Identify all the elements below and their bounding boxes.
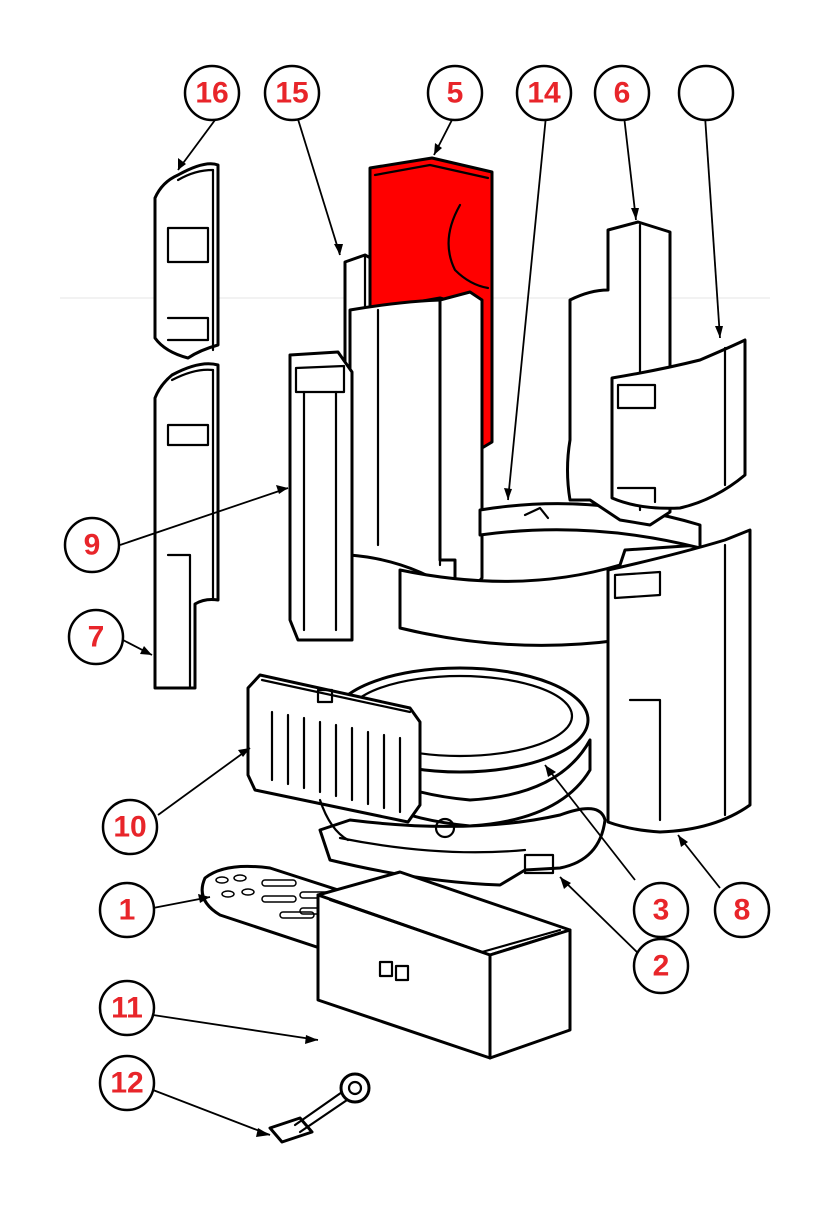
callout-7-label: 7 [88, 621, 105, 654]
leader-lines [119, 115, 723, 1137]
callout-7-circle [67, 608, 125, 666]
part-2-base-ring [318, 807, 607, 887]
part-10-upright-grate [246, 673, 456, 842]
callout-13-circle [263, 64, 321, 122]
callout-16 [677, 64, 735, 122]
callout-1: 1 [98, 881, 156, 939]
callout-3-label: 3 [653, 894, 670, 927]
callout-15-label: 16 [195, 77, 228, 110]
callout-6: 6 [593, 64, 651, 122]
part-9-grate-frame [288, 350, 354, 642]
callout-11: 11 [98, 979, 156, 1037]
callout-15: 16 [183, 64, 241, 122]
callout-12-circle [98, 1054, 156, 1112]
callout-6-label: 6 [614, 77, 631, 110]
callout-9: 9 [63, 516, 121, 574]
callout-14-label: 14 [527, 77, 561, 110]
callout-2-label: 2 [653, 950, 670, 983]
callout-13: 15 [263, 64, 321, 122]
callout-14: 14 [515, 64, 573, 122]
callout-16-circle [677, 64, 735, 122]
callout-12: 12 [98, 1054, 156, 1112]
part-12-handle-tool [268, 1072, 371, 1144]
callout-5: 5 [426, 64, 484, 122]
callout-2-circle [632, 937, 690, 995]
callout-8-circle [713, 881, 771, 939]
callout-10-label: 10 [113, 811, 146, 844]
callout-9-circle [63, 516, 121, 574]
part-8-right-lower-liner [606, 528, 752, 834]
callout-5-label: 5 [447, 77, 464, 110]
callout-8-label: 8 [734, 894, 751, 927]
callout-2: 2 [632, 937, 690, 995]
callout-11-circle [98, 979, 156, 1037]
callout-13-label: 15 [275, 77, 308, 110]
callout-1-circle [98, 881, 156, 939]
part-7-lower-left-liner [153, 362, 220, 690]
part-16-right-upper-liner [610, 338, 747, 510]
callout-8: 8 [713, 881, 771, 939]
part-15-upper-left-liner [153, 162, 220, 360]
callout-5-circle [426, 64, 484, 122]
callout-10-circle [101, 798, 159, 856]
callout-7: 7 [67, 608, 125, 666]
callout-14-circle [515, 64, 573, 122]
callout-9-label: 9 [84, 529, 101, 562]
part-11-ash-drawer [316, 870, 572, 1060]
callout-3-circle [632, 881, 690, 939]
callout-3: 3 [632, 881, 690, 939]
part-5-front-face [348, 290, 484, 594]
callout-6-circle [593, 64, 651, 122]
callout-1-label: 1 [119, 894, 136, 927]
callout-15-circle [183, 64, 241, 122]
callout-10: 10 [101, 798, 159, 856]
callout-12-label: 12 [110, 1067, 143, 1100]
callout-11-label: 11 [111, 992, 143, 1025]
